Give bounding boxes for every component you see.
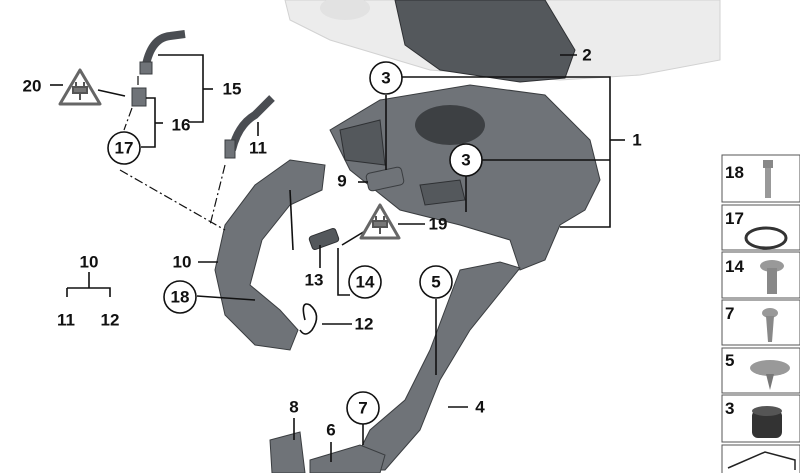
o-ring-icon bbox=[744, 226, 788, 250]
part-8-bracket[interactable] bbox=[269, 431, 306, 473]
warning-plug-icon-19 bbox=[359, 203, 401, 240]
side-panel-hardware: 18 17 14 7 5 3 bbox=[721, 154, 800, 473]
svg-text:7: 7 bbox=[725, 304, 734, 323]
callout-3b[interactable]: 3 bbox=[461, 151, 470, 170]
side-item-17[interactable]: 17 bbox=[721, 204, 800, 251]
callout-13[interactable]: 13 bbox=[305, 271, 324, 290]
callout-circle-7 bbox=[346, 391, 380, 425]
rubber-grommet-icon bbox=[752, 406, 782, 438]
callout-circle-14 bbox=[348, 265, 382, 299]
side-item-18[interactable]: 18 bbox=[721, 154, 800, 203]
side-item-3[interactable]: 3 bbox=[721, 394, 800, 443]
side-item-symbol[interactable] bbox=[721, 444, 800, 473]
screw-icon bbox=[762, 308, 778, 342]
svg-text:5: 5 bbox=[725, 351, 734, 370]
callout-6[interactable]: 6 bbox=[326, 421, 335, 440]
svg-text:17: 17 bbox=[725, 209, 744, 228]
svg-text:14: 14 bbox=[725, 257, 744, 276]
callout-17[interactable]: 17 bbox=[115, 139, 134, 158]
callout-19[interactable]: 19 bbox=[429, 215, 448, 234]
callout-circle-17 bbox=[107, 131, 141, 165]
callout-4[interactable]: 4 bbox=[475, 398, 485, 417]
callout-12[interactable]: 12 bbox=[355, 315, 374, 334]
callout-circle-3b bbox=[449, 143, 483, 177]
callout-15[interactable]: 15 bbox=[223, 80, 242, 99]
part-2-cover[interactable] bbox=[394, 0, 576, 83]
callout-16[interactable]: 16 bbox=[172, 116, 191, 135]
side-item-14[interactable]: 14 bbox=[721, 251, 800, 299]
callout-1[interactable]: 1 bbox=[632, 131, 641, 150]
bolt-icon bbox=[763, 160, 773, 198]
svg-text:3: 3 bbox=[725, 399, 734, 418]
callout-14[interactable]: 14 bbox=[356, 273, 375, 292]
callout-circle-5 bbox=[419, 265, 453, 299]
callout-7[interactable]: 7 bbox=[358, 399, 367, 418]
callout-circle-3a bbox=[369, 61, 403, 95]
callout-11[interactable]: 11 bbox=[249, 139, 267, 158]
side-item-7[interactable]: 7 bbox=[721, 299, 800, 346]
part-11-connector bbox=[224, 139, 236, 159]
callout-10[interactable]: 10 bbox=[173, 253, 192, 272]
callout-20[interactable]: 20 bbox=[23, 77, 42, 96]
callout-3a[interactable]: 3 bbox=[381, 69, 390, 88]
part-15-connector bbox=[139, 61, 153, 75]
callout-18[interactable]: 18 bbox=[171, 288, 190, 307]
side-item-5[interactable]: 5 bbox=[721, 347, 800, 394]
leader-lines bbox=[50, 54, 625, 462]
washer-screw-icon bbox=[750, 360, 790, 390]
warning-plug-icon-20 bbox=[58, 68, 102, 106]
part-6-bracket[interactable] bbox=[309, 444, 386, 473]
part-16-connector[interactable] bbox=[131, 87, 147, 107]
part-10-intake-duct[interactable] bbox=[214, 159, 326, 351]
callout-5[interactable]: 5 bbox=[431, 273, 440, 292]
callout-8[interactable]: 8 bbox=[289, 398, 298, 417]
part-1-filter-housing[interactable] bbox=[329, 84, 601, 271]
callout-2[interactable]: 2 bbox=[582, 46, 591, 65]
part-13-sensor[interactable] bbox=[308, 227, 340, 251]
flange-screw-icon bbox=[760, 260, 784, 294]
kit-symbol-icon bbox=[727, 451, 796, 470]
callout-10-group[interactable]: 10 bbox=[80, 253, 99, 272]
svg-text:18: 18 bbox=[725, 163, 744, 182]
callout-9[interactable]: 9 bbox=[337, 172, 346, 191]
part-12-clip[interactable] bbox=[299, 303, 318, 335]
part-4-duct[interactable] bbox=[349, 261, 521, 471]
callout-11-group[interactable]: 11 bbox=[57, 311, 75, 330]
callout-12-group[interactable]: 12 bbox=[101, 311, 120, 330]
callout-circle-18 bbox=[163, 280, 197, 314]
